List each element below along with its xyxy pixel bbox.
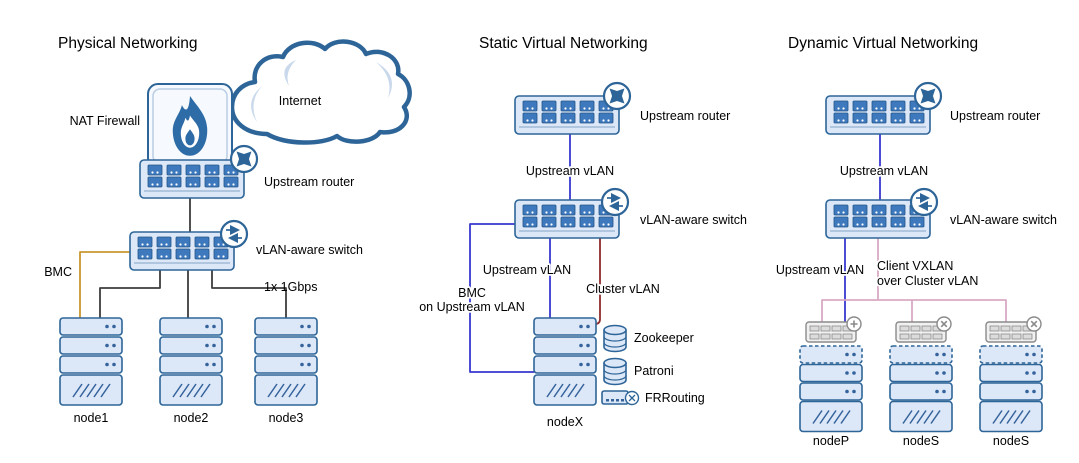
- bmc-label-physical: BMC: [44, 265, 72, 279]
- nodep-label: nodeP: [813, 434, 849, 448]
- cross-badge-icon: [936, 316, 952, 332]
- dynamic-title: Dynamic Virtual Networking: [788, 35, 978, 52]
- vlan-switch-label-physical: vLAN-aware switch: [256, 243, 363, 257]
- nodex-label: nodeX: [547, 415, 584, 429]
- upstream-router-label-dynamic: Upstream router: [950, 109, 1040, 123]
- upstream-vlan-links-dynamic: [844, 133, 881, 323]
- client-vxlan-label-line1: Client VXLAN: [877, 259, 953, 273]
- vlan-switch-device-physical: [130, 232, 234, 270]
- client-vxlan-links: [821, 237, 1007, 323]
- cluster-vlan-link: [594, 237, 601, 325]
- nodes1-label: nodeS: [903, 434, 939, 448]
- client-vxlan-label-line2: over Cluster vLAN: [877, 274, 978, 288]
- bmc-label-line1: BMC: [458, 286, 486, 300]
- node1-label: node1: [74, 411, 109, 425]
- server-nodes-2: [980, 322, 1042, 432]
- nat-firewall-box: [147, 83, 233, 169]
- vlan-switch-label-static: vLAN-aware switch: [640, 213, 747, 227]
- upstream-router-label-physical: Upstream router: [264, 175, 354, 189]
- patroni-label: Patroni: [634, 364, 674, 378]
- nodes2-label: nodeS: [993, 434, 1029, 448]
- upstream-router-label-static: Upstream router: [640, 109, 730, 123]
- router-icon: [604, 83, 630, 109]
- upstream-router-device-static: [515, 96, 619, 134]
- zookeeper-label: Zookeeper: [634, 331, 694, 345]
- node3-label: node3: [269, 411, 304, 425]
- upstream-router-device-physical: [140, 160, 244, 198]
- internet-label: Internet: [279, 94, 322, 108]
- upstream-vlan-links-static: [469, 133, 571, 373]
- switch-icon: [911, 189, 937, 215]
- upstream-vlan-top-label-dynamic: Upstream vLAN: [840, 164, 928, 178]
- nat-firewall-label: NAT Firewall: [70, 114, 140, 128]
- patroni-database-icon: [603, 357, 627, 386]
- router-icon: [915, 83, 941, 109]
- server-nodex: [534, 318, 596, 405]
- cross-badge-icon: [1026, 316, 1042, 332]
- server-nodes-1: [890, 322, 952, 432]
- server-node3: [255, 318, 317, 405]
- upstream-vlan-label-dynamic: Upstream vLAN: [776, 263, 864, 277]
- physical-title: Physical Networking: [58, 35, 198, 52]
- physical-ethernet-links: [99, 197, 287, 319]
- zookeeper-database-icon: [603, 324, 627, 353]
- upstream-vlan-label-static: Upstream vLAN: [483, 263, 571, 277]
- routing-badge-icon: [624, 390, 640, 406]
- router-icon: [231, 146, 257, 172]
- static-title: Static Virtual Networking: [479, 35, 648, 52]
- bmc-label-line2: on Upstream vLAN: [419, 300, 525, 314]
- switch-icon: [602, 189, 628, 215]
- bmc-link: [79, 251, 131, 319]
- cluster-vlan-label: Cluster vLAN: [586, 282, 660, 296]
- server-node2: [160, 318, 222, 405]
- node2-label: node2: [174, 411, 209, 425]
- upstream-vlan-top-label-static: Upstream vLAN: [526, 164, 614, 178]
- server-nodep: [800, 322, 862, 432]
- vlan-switch-label-dynamic: vLAN-aware switch: [950, 213, 1057, 227]
- link-speed-label: 1x 1Gbps: [264, 280, 318, 294]
- switch-icon: [221, 221, 247, 247]
- internet-cloud: [229, 39, 412, 145]
- frrouting-label: FRRouting: [645, 391, 705, 405]
- plus-badge-icon: [846, 316, 862, 332]
- frrouting-icon: [601, 390, 629, 405]
- upstream-router-device-dynamic: [826, 96, 930, 134]
- server-node1: [60, 318, 122, 405]
